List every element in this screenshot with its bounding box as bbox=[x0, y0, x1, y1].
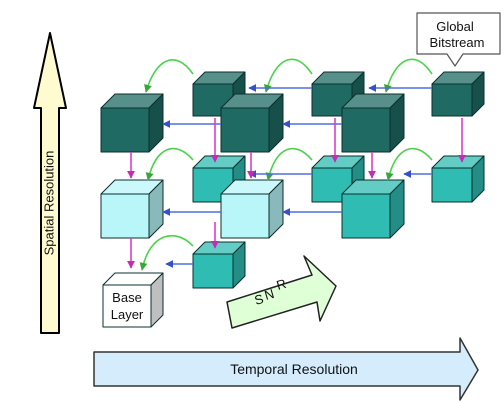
cube-grid bbox=[100, 71, 485, 328]
cube-mid-front-2 bbox=[220, 179, 284, 239]
green-arc-1 bbox=[144, 59, 194, 93]
global-bitstream-line1: Global bbox=[436, 19, 474, 34]
cube-mid-front-3 bbox=[341, 179, 405, 239]
green-arc-4 bbox=[145, 147, 194, 181]
green-arc-5 bbox=[265, 147, 313, 181]
global-bitstream-line2: Bitstream bbox=[430, 35, 485, 50]
dependency-arrows bbox=[127, 58, 466, 271]
temporal-resolution-arrow: Temporal Resolution bbox=[93, 337, 479, 401]
green-arc-3 bbox=[383, 58, 433, 93]
green-arc-6 bbox=[385, 147, 433, 181]
global-bitstream-callout: Global Bitstream bbox=[416, 12, 501, 67]
cube-top-front-2 bbox=[220, 93, 284, 153]
green-arc-7 bbox=[139, 234, 194, 271]
base-layer-line2: Layer bbox=[111, 307, 144, 322]
temporal-resolution-label: Temporal Resolution bbox=[230, 361, 358, 377]
cube-top-front-1 bbox=[100, 93, 164, 153]
base-layer-line1: Base bbox=[112, 290, 142, 305]
spatial-resolution-label: Spatial Resolution bbox=[41, 151, 56, 256]
spatial-resolution-arrow: Spatial Resolution bbox=[33, 32, 67, 334]
cube-top-front-3 bbox=[341, 93, 405, 153]
snr-letter-r: R bbox=[275, 276, 288, 293]
cube-base-layer bbox=[102, 272, 164, 328]
green-arc-2 bbox=[263, 58, 313, 93]
cube-mid-back-3 bbox=[431, 155, 485, 203]
cube-low-back-1 bbox=[192, 241, 246, 289]
cube-top-back-3 bbox=[431, 71, 485, 117]
snr-arrow: S N R bbox=[226, 255, 337, 329]
snr-letter-n: N bbox=[263, 286, 276, 303]
cube-mid-front-1 bbox=[100, 179, 164, 239]
